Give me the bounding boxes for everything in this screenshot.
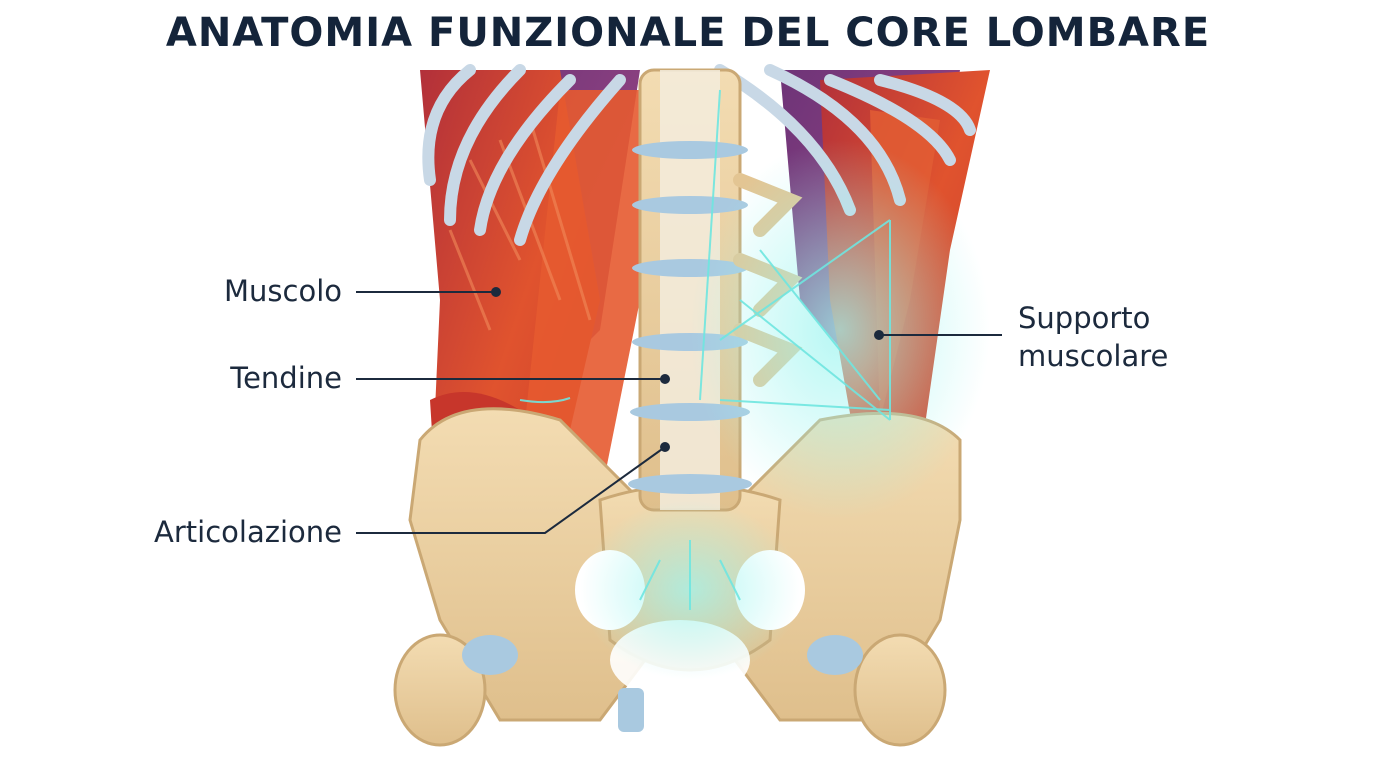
page-title: ANATOMIA FUNZIONALE DEL CORE LOMBARE (165, 10, 1211, 56)
label-support-line1: Supporto (1018, 301, 1151, 335)
label-muscle: Muscolo (224, 274, 342, 308)
label-tendon: Tendine (230, 361, 342, 395)
label-joint: Articolazione (154, 515, 342, 549)
label-support: Supporto muscolare (1018, 299, 1258, 375)
muscular-support-network (519, 89, 990, 680)
leader-line-joint (356, 446, 666, 534)
label-support-line2: muscolare (1018, 339, 1169, 373)
leader-lines (356, 287, 1002, 534)
ribcage (422, 64, 976, 246)
